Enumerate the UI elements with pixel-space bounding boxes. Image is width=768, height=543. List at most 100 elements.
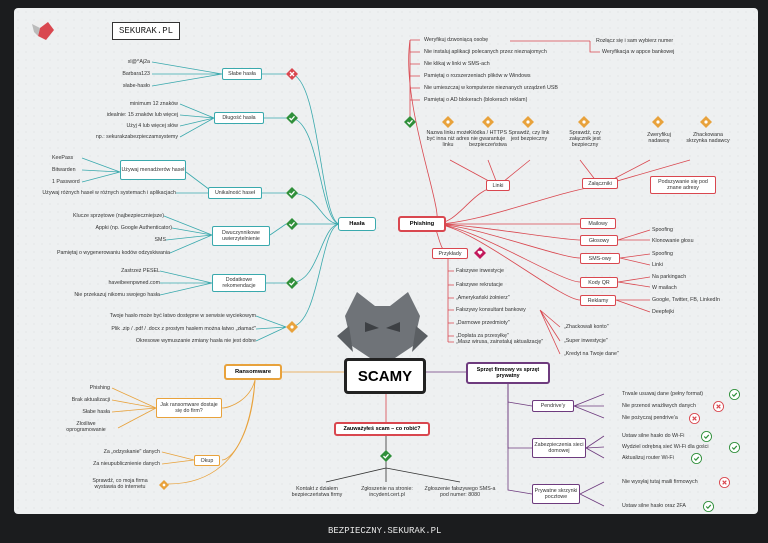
przyklad-item: Fałszywy konsultant bankowy <box>456 307 526 313</box>
zauwazyles-item: Kontakt z działem bezpieczeństwa firmy <box>291 486 343 499</box>
footer-url: BEZPIECZNY.SEKURAK.PL <box>328 526 442 536</box>
unikalnosc-box: Unikalność haseł <box>208 187 262 199</box>
x-icon <box>712 400 724 412</box>
lightbulb-icon <box>700 116 712 128</box>
kody-qr-box: Kody QR <box>580 277 618 288</box>
slabe-item: xl@^Aj2a <box>127 59 150 65</box>
2fa-item: Pamiętaj o wygenerowaniu kodów odzyskiwa… <box>56 250 170 256</box>
lightbulb-icon <box>578 116 590 128</box>
lightbulb-tip: Sprawdź, czy załącznik jest bezpieczny <box>569 130 601 149</box>
qr-item: Na parkingach <box>652 274 687 280</box>
lightbulb-icon <box>158 479 170 491</box>
unikalnosc-item: Używaj różnych haseł w różnych systemach… <box>42 190 176 196</box>
lightbulb-icon <box>482 116 494 128</box>
phishing-top-item: Weryfikuj dzwoniącą osobę <box>424 37 489 43</box>
przyklad-item: „Darmowe przedmioty" <box>456 320 510 326</box>
siec-item: Aktualizuj router Wi-Fi <box>622 455 674 461</box>
2fa-box: Dwuczynnikowe uwierzytelnienie <box>212 226 270 246</box>
przyklady-box: Przykłady <box>432 248 468 259</box>
lightbulb-icon <box>652 116 664 128</box>
check-icon <box>286 112 298 124</box>
skrzynki-box: Prywatne skrzynki pocztowe <box>532 484 580 504</box>
przyklad-item: Fałszywe rekrutacje <box>456 282 503 288</box>
zauwazyles-item: Zgłoszenie na stronie: incydent.cert.pl <box>361 486 413 499</box>
konsultant-item: „Kredyt na Twoje dane" <box>564 351 619 357</box>
dlugosc-item: minimum 12 znaków <box>129 101 178 107</box>
jak-item: Słabe hasła <box>82 409 110 415</box>
pendrive-box: Pendrive'y <box>532 400 574 412</box>
lightbulb-icon <box>522 116 534 128</box>
menadzer-item: KeePass <box>52 155 74 161</box>
check-icon <box>690 452 702 464</box>
jak-item: Złośliwe oprogramowanie <box>66 421 106 434</box>
sms-item: Linki <box>652 262 663 268</box>
pendrive-item: Nie przenoś wrażliwych danych <box>622 403 696 409</box>
zauwazyles-item: Zgłoszenie fałszywego SMS-a pod numer: 8… <box>424 486 496 499</box>
smsowy-box: SMS-owy <box>580 253 620 264</box>
zalaczniki-box: Załączniki <box>582 178 618 189</box>
pendrive-item: Nie pożyczaj pendrive'a <box>622 415 678 421</box>
skrzynki-item: Ustaw silne hasło oraz 2FA <box>622 503 686 509</box>
dodatkowe-box: Dodatkowe rekomendacje <box>212 274 266 292</box>
phishing-top-item: Pamiętaj o rozszerzeniach plików w Windo… <box>424 73 531 79</box>
category-hasla: Hasła <box>338 217 376 231</box>
inne-item: Okresowe wymuszanie zmiany hasła nie jes… <box>135 338 256 344</box>
lightbulb-tip: Zhackowana skrzynka nadawcy <box>686 132 730 145</box>
inne-item: Twoje hasło może być łatwo dostępne w se… <box>109 313 256 319</box>
phishing-right-item: Weryfikacja w appce bankowej <box>602 49 675 55</box>
x-icon <box>286 68 298 80</box>
glosowy-box: Głosowy <box>580 235 618 246</box>
dodatkowe-item: Nie przekazuj nikomu swojego hasła <box>74 292 160 298</box>
reklamy-item: Google, Twitter, FB, LinkedIn <box>652 297 720 303</box>
jak-ransomware-box: Jak ransomware dostaje się do firm? <box>156 398 222 418</box>
phishing-top-item: Pamiętaj o AD blokerach (blokerach rekla… <box>424 97 528 103</box>
glosowy-item: Klonowanie głosu <box>652 238 694 244</box>
sprawdz-text: Sprawdź, co moja firma wystawia do inter… <box>92 478 148 491</box>
skrzynki-item: Nie wysyłaj tutaj maili firmowych <box>622 479 698 485</box>
siec-box: Zabezpieczenia sieci domowej <box>532 438 586 458</box>
dlugosc-item: idealnie: 15 znaków lub więcej <box>106 112 178 118</box>
check-icon <box>702 500 714 512</box>
2fa-item: Appki (np. Google Authenticator) <box>95 225 172 231</box>
menadzer-item: Bitwarden <box>52 167 76 173</box>
lightbulb-tip: Nazwa linku może być inna niż adres link… <box>426 130 470 149</box>
menadzer-item: 1 Password <box>52 179 80 185</box>
sms-item: Spoofing <box>652 251 673 257</box>
siec-item: Wydziel odrębną sieć Wi-Fi dla gości <box>622 444 709 450</box>
lightbulb-tip: Sprawdź, czy link jest bezpieczny <box>508 130 550 143</box>
check-icon <box>728 388 740 400</box>
dlugosc-hasla-box: Długość hasła <box>214 112 264 124</box>
glosowy-item: Spoofing <box>652 227 673 233</box>
reklamy-box: Reklamy <box>580 295 616 306</box>
jak-item: Phishing <box>89 385 110 391</box>
dodatkowe-item: Zastrzeż PESEL <box>121 268 160 274</box>
x-icon <box>718 476 730 488</box>
sekurak-logo <box>32 18 54 40</box>
konsultant-item: „Super inwestycje" <box>564 338 608 344</box>
lightbulb-tip: Zweryfikuj nadawcę <box>647 132 671 145</box>
hacker-mascot-illustration <box>337 292 428 358</box>
phishing-top-item: Nie umieszczaj w komputerze nieznanych u… <box>424 85 558 91</box>
pendrive-item: Trwale usuwaj dane (pełny format) <box>622 391 704 397</box>
phishing-top-item: Nie instaluj aplikacji polecanych przez … <box>424 49 547 55</box>
przyklad-item: „Dopłata za przesyłkę" <box>456 333 509 339</box>
dlugosc-item: np.: sekurakzabezpieczamsystemy <box>95 134 178 140</box>
phishing-right-item: Rozłącz się i sam wybierz numer <box>596 38 674 44</box>
reklamy-item: Deepfejki <box>652 309 675 315</box>
menadzer-box: Używaj menadżerów haseł <box>120 160 186 180</box>
linki-box: Linki <box>486 180 510 191</box>
podszywanie-box: Podszywanie się pod znane adresy <box>650 176 716 194</box>
okup-item: Za nieupublicznienie danych <box>93 461 160 467</box>
przyklad-item: „Masz wirusa, zainstaluj aktualizację" <box>456 339 544 345</box>
lightbulb-icon <box>442 116 454 128</box>
przyklad-item: „Amerykański żołnierz" <box>456 295 510 301</box>
brand-title: SEKURAK.PL <box>112 22 181 40</box>
check-icon <box>286 218 298 230</box>
mailowy-box: Mailowy <box>580 218 616 229</box>
konsultant-item: „Zhackowali konto" <box>564 324 609 330</box>
central-topic-scamy: SCAMY <box>344 358 426 394</box>
siec-item: Ustaw silne hasło do Wi-Fi <box>622 433 685 439</box>
heart-icon <box>474 247 486 259</box>
inne-item: Plik .zip / .pdf / .docx z prostym hasłe… <box>111 326 256 332</box>
check-icon <box>728 441 740 453</box>
